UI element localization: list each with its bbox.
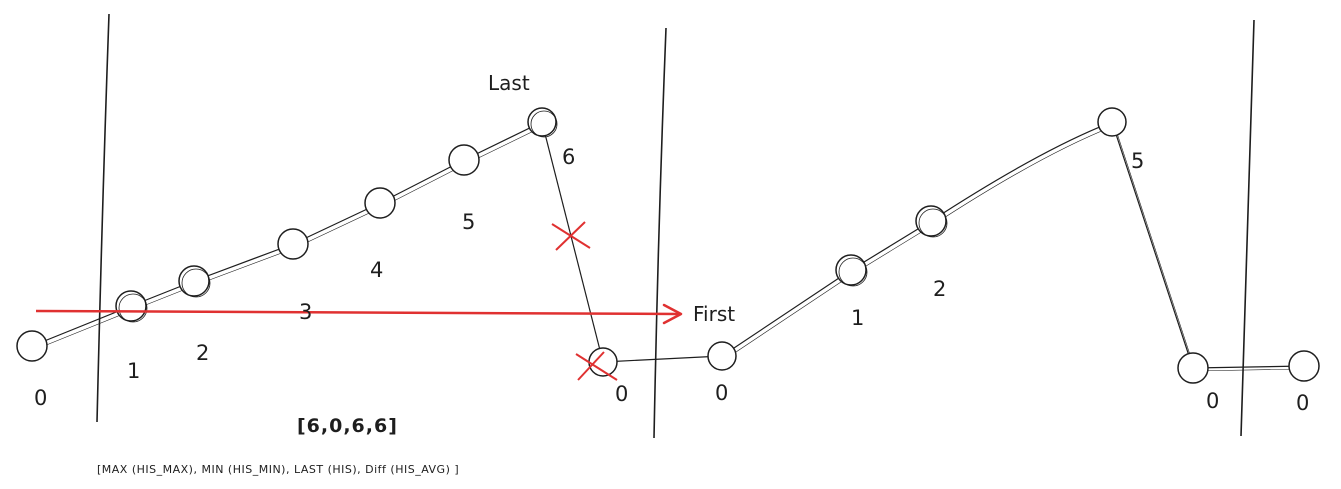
window-divider-3: [1240, 19, 1255, 437]
num-w1-2: 2: [196, 341, 209, 365]
node-w1-2: [178, 265, 210, 297]
node-w2-end: [1177, 352, 1209, 384]
node-w1-4: [364, 187, 396, 219]
cross-mark-edge: [551, 221, 591, 251]
node-w2-2: [915, 205, 947, 237]
cross-mark-node: [575, 351, 618, 381]
num-w3-0: 0: [1206, 389, 1219, 413]
edge-last-to-zero: [541, 121, 604, 363]
node-w1-3: [277, 228, 309, 260]
num-w2-2: 2: [933, 277, 946, 301]
window-1-edges: [31, 121, 604, 363]
node-w2-1: [835, 254, 867, 286]
num-w2-0: 0: [615, 382, 628, 406]
feature-formula: [MAX (HIS_MAX), MIN (HIS_MIN), LAST (HIS…: [97, 463, 459, 476]
red-arrow: [35, 303, 683, 325]
num-w1-0: 0: [34, 386, 47, 410]
window-3-nodes: [1288, 350, 1320, 382]
num-w3-0b: 0: [1296, 391, 1309, 415]
window-divider-1: [96, 13, 110, 423]
node-w1-1: [115, 290, 147, 322]
num-w2-1: 1: [851, 306, 864, 330]
window-2-nodes: [588, 107, 1209, 384]
window-divider-2: [653, 27, 667, 439]
window-3-edges: [1192, 365, 1305, 372]
num-w1-1: 1: [127, 359, 140, 383]
node-w2-0: [707, 341, 737, 371]
num-w1-5: 5: [462, 210, 475, 234]
node-w1-5: [448, 144, 480, 176]
window-1-nodes: [16, 107, 558, 362]
label-first: First: [693, 302, 735, 326]
label-last: Last: [488, 71, 530, 95]
num-w1-6: 6: [562, 145, 575, 169]
node-w2-peak: [1097, 107, 1127, 137]
node-w3-0: [1288, 350, 1320, 382]
node-w1-0: [16, 330, 48, 362]
window-2-edges: [602, 121, 1196, 371]
num-w1-4: 4: [370, 258, 383, 282]
num-w2-5: 5: [1131, 149, 1144, 173]
num-w2-0b: 0: [715, 381, 728, 405]
feature-vector: [6,0,6,6]: [297, 415, 398, 437]
node-w1-last: [527, 107, 557, 137]
num-w1-3: 3: [299, 300, 312, 324]
